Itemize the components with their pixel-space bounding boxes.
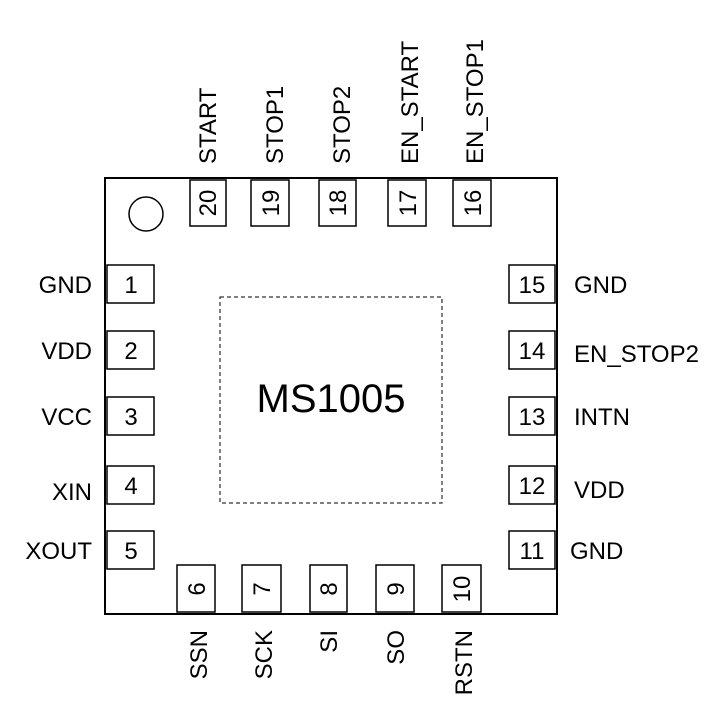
pin-number: 5 — [124, 538, 137, 565]
pin-pad — [508, 465, 556, 505]
pin-number: 20 — [195, 190, 222, 217]
pin-16: 16 EN_STOP1 — [452, 39, 492, 227]
pin-11: 11 GND — [508, 530, 623, 570]
pin-label: RSTN — [451, 630, 478, 695]
pin-number: 2 — [124, 338, 137, 365]
pin-1: 1 GND — [39, 264, 155, 304]
pin-pad — [106, 264, 155, 304]
pin-pad — [441, 564, 482, 613]
exposed-pad — [219, 296, 443, 504]
pin-label: GND — [39, 272, 92, 299]
pin-pad — [387, 179, 427, 227]
pin-pad — [318, 179, 357, 227]
pin-number: 1 — [124, 272, 137, 299]
pin-number: 14 — [519, 338, 546, 365]
package-outline — [104, 177, 558, 615]
pin-15: 15 GND — [508, 264, 627, 304]
left-pins: 1 GND 2 VDD 3 VCC 4 XIN 5 XOUT — [25, 264, 155, 570]
pin-number: 12 — [519, 473, 546, 500]
pin-label: XIN — [52, 479, 92, 506]
pin-pad — [452, 179, 492, 227]
pin-pad — [106, 530, 155, 570]
pin-20: 20 START — [189, 87, 227, 227]
pin-pad — [508, 264, 556, 304]
pin-number: 18 — [325, 190, 352, 217]
pin-8: 8 SI — [309, 564, 348, 653]
pin-label: EN_STOP2 — [574, 341, 699, 368]
pin-number: 6 — [184, 582, 211, 595]
pin-number: 11 — [520, 538, 545, 565]
pin-number: 9 — [383, 582, 410, 595]
pin-number: 13 — [519, 404, 546, 431]
pin-9: 9 SO — [375, 564, 415, 665]
pin-5: 5 XOUT — [25, 530, 155, 570]
pin-label: XOUT — [25, 538, 92, 565]
pin-label: EN_START — [397, 41, 424, 164]
pin-label: VDD — [41, 338, 92, 365]
pin-4: 4 XIN — [52, 465, 155, 506]
pin-18: 18 STOP2 — [318, 86, 357, 227]
pin-label: VCC — [41, 404, 92, 431]
pin-number: 17 — [395, 190, 422, 217]
pin-13: 13 INTN — [508, 396, 630, 436]
pin-7: 7 SCK — [241, 564, 282, 679]
top-pins: 20 START 19 STOP1 18 STOP2 17 EN_START 1… — [189, 39, 492, 227]
pin-label: GND — [574, 272, 627, 299]
pin-number: 3 — [124, 404, 137, 431]
bottom-pins: 6 SSN 7 SCK 8 SI 9 SO 10 RSTN — [176, 564, 482, 695]
pin-number: 4 — [124, 473, 137, 500]
pin-10: 10 RSTN — [441, 564, 482, 695]
pin-17: 17 EN_START — [387, 41, 427, 227]
pin-pad — [309, 564, 348, 613]
pin-pad — [106, 330, 155, 370]
chip-name: MS1005 — [257, 377, 406, 421]
pin-pad — [176, 564, 216, 613]
pin-19: 19 STOP1 — [250, 86, 290, 227]
pin-pad — [250, 179, 290, 227]
pin-pad — [106, 396, 155, 436]
pin-label: START — [195, 87, 222, 164]
pin-2: 2 VDD — [41, 330, 155, 370]
pin-label: INTN — [574, 404, 630, 431]
pin-label: EN_STOP1 — [462, 39, 489, 164]
pin-label: SO — [383, 630, 410, 665]
pin-number: 7 — [249, 582, 276, 595]
pin-pad — [106, 465, 155, 505]
pin-pad — [508, 530, 556, 570]
pin-pad — [189, 179, 227, 227]
pin-label: STOP1 — [262, 86, 289, 164]
pin-3: 3 VCC — [41, 396, 155, 436]
pin-number: 8 — [316, 582, 343, 595]
pin-pad — [375, 564, 415, 613]
pin-pad — [508, 396, 556, 436]
pin-6: 6 SSN — [176, 564, 216, 679]
pin-label: SSN — [186, 630, 213, 679]
pin-label: SI — [316, 630, 343, 653]
right-pins: 15 GND 14 EN_STOP2 13 INTN 12 VDD 11 GND — [508, 264, 699, 570]
pin-pad — [241, 564, 282, 613]
pin-label: VDD — [574, 477, 625, 504]
pin-label: SCK — [251, 630, 278, 679]
pin-12: 12 VDD — [508, 465, 625, 505]
pin-number: 16 — [460, 190, 487, 217]
pin-number: 10 — [449, 576, 476, 603]
pin-pad — [508, 330, 556, 370]
pin-14: 14 EN_STOP2 — [508, 330, 699, 370]
pin-number: 19 — [258, 190, 285, 217]
pin-label: STOP2 — [329, 86, 356, 164]
pin-number: 15 — [519, 272, 546, 299]
pin-label: GND — [570, 538, 623, 565]
pin1-marker-circle — [128, 196, 164, 232]
